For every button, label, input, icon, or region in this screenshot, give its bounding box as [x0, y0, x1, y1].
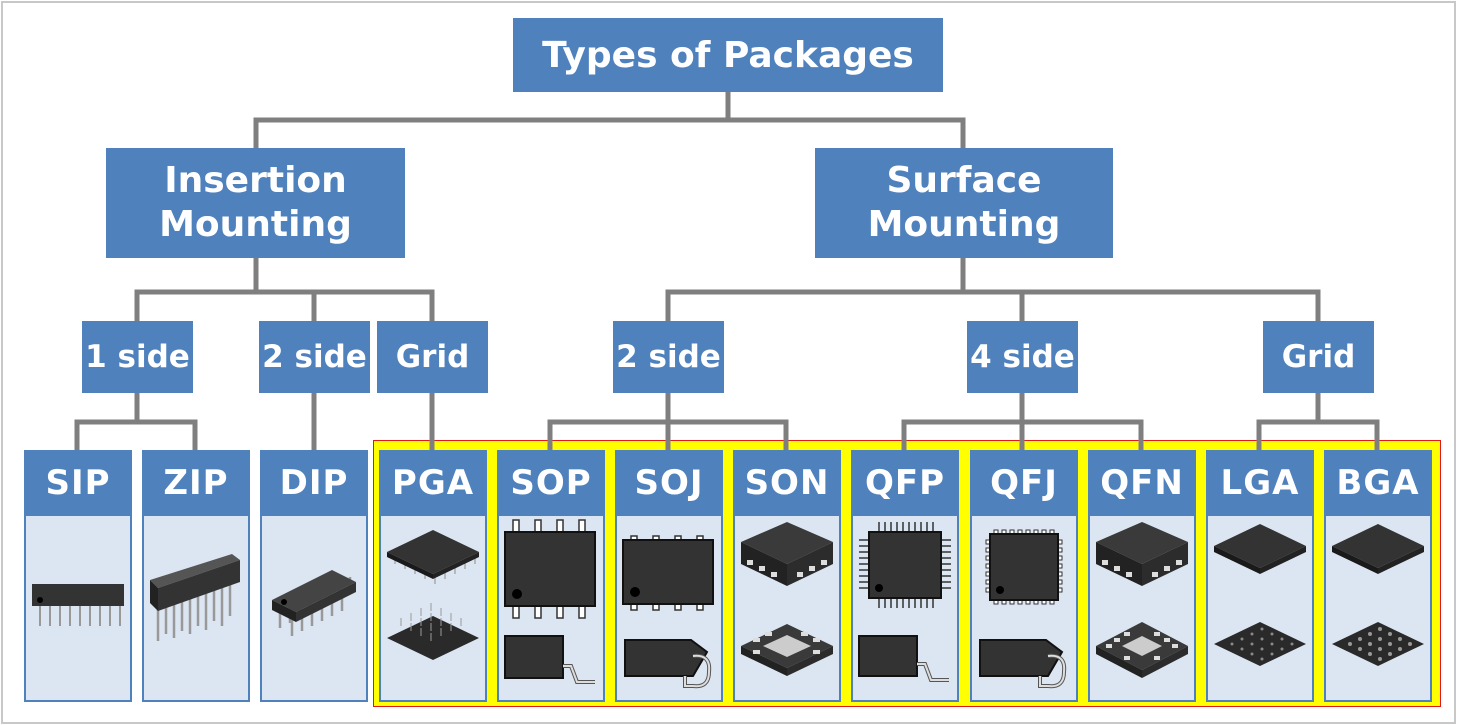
package-image-area [499, 516, 603, 700]
root-label: Types of Packages [542, 34, 914, 76]
package-image-area [26, 516, 130, 700]
package-label: SOP [510, 463, 592, 503]
package-label: QFP [864, 463, 946, 503]
package-card-dip: DIP [260, 450, 368, 702]
package-image-area [972, 516, 1076, 700]
surface-mounting-node: Surface Mounting [815, 148, 1113, 258]
subcategory-label: 4 side [970, 339, 1075, 375]
sop-package-icon [504, 519, 596, 684]
package-card-sop: SOP [497, 450, 605, 702]
package-label: SON [744, 463, 830, 503]
package-label: SOJ [634, 463, 704, 503]
subcategory-node-insertion-grid: Grid [377, 321, 488, 393]
package-card-pga: PGA [379, 450, 487, 702]
soj-package-icon [622, 535, 714, 689]
pga-package-icon [387, 530, 479, 660]
package-label: SIP [45, 463, 111, 503]
package-image-area [262, 516, 366, 700]
root-node: Types of Packages [513, 18, 943, 92]
category-line2: Mounting [867, 204, 1061, 245]
subcategory-label: 2 side [616, 339, 721, 375]
package-image-area [853, 516, 957, 700]
category-line1: Insertion [164, 160, 347, 201]
package-image-area [1090, 516, 1194, 700]
subcategory-node-surface-2-side: 2 side [613, 321, 724, 393]
package-image-area [617, 516, 721, 700]
subcategory-label: Grid [395, 339, 470, 375]
package-label: DIP [279, 463, 349, 503]
package-card-lga: LGA [1206, 450, 1314, 702]
qfn-package-icon [1096, 522, 1188, 678]
package-image-area [144, 516, 248, 700]
package-card-qfn: QFN [1088, 450, 1196, 702]
subcategory-label: 1 side [85, 339, 190, 375]
package-label: LGA [1220, 463, 1300, 503]
package-card-son: SON [733, 450, 841, 702]
bga-package-icon [1332, 524, 1424, 666]
package-card-qfp: QFP [851, 450, 959, 702]
qfp-package-icon [858, 522, 951, 682]
son-package-icon [741, 522, 833, 676]
package-label: BGA [1336, 463, 1420, 503]
subcategory-label: 2 side [262, 339, 367, 375]
qfj-package-icon [979, 529, 1067, 689]
package-card-sip: SIP [24, 450, 132, 702]
subcategory-node-surface-4-side: 4 side [967, 321, 1078, 393]
package-label: PGA [391, 463, 475, 503]
subcategory-node-insertion-2-side: 2 side [259, 321, 370, 393]
package-image-area [1208, 516, 1312, 700]
subcategory-label: Grid [1281, 339, 1356, 375]
lga-package-icon [1214, 524, 1306, 666]
package-card-qfj: QFJ [970, 450, 1078, 702]
category-line1: Surface [886, 160, 1042, 201]
package-label: QFJ [990, 463, 1058, 503]
subcategory-node-surface-grid: Grid [1263, 321, 1374, 393]
sip-package-icon [32, 584, 124, 626]
package-card-bga: BGA [1324, 450, 1432, 702]
package-image-area [735, 516, 839, 700]
subcategory-node-insertion-1-side: 1 side [82, 321, 193, 393]
category-line2: Mounting [159, 204, 352, 245]
zip-package-icon [150, 554, 240, 641]
package-image-area [381, 516, 485, 700]
package-label: ZIP [163, 463, 229, 503]
package-card-soj: SOJ [615, 450, 723, 702]
package-label: QFN [1100, 463, 1184, 503]
package-card-zip: ZIP [142, 450, 250, 702]
insertion-mounting-node: Insertion Mounting [106, 148, 405, 258]
dip-package-icon [272, 570, 356, 636]
package-image-area [1326, 516, 1430, 700]
